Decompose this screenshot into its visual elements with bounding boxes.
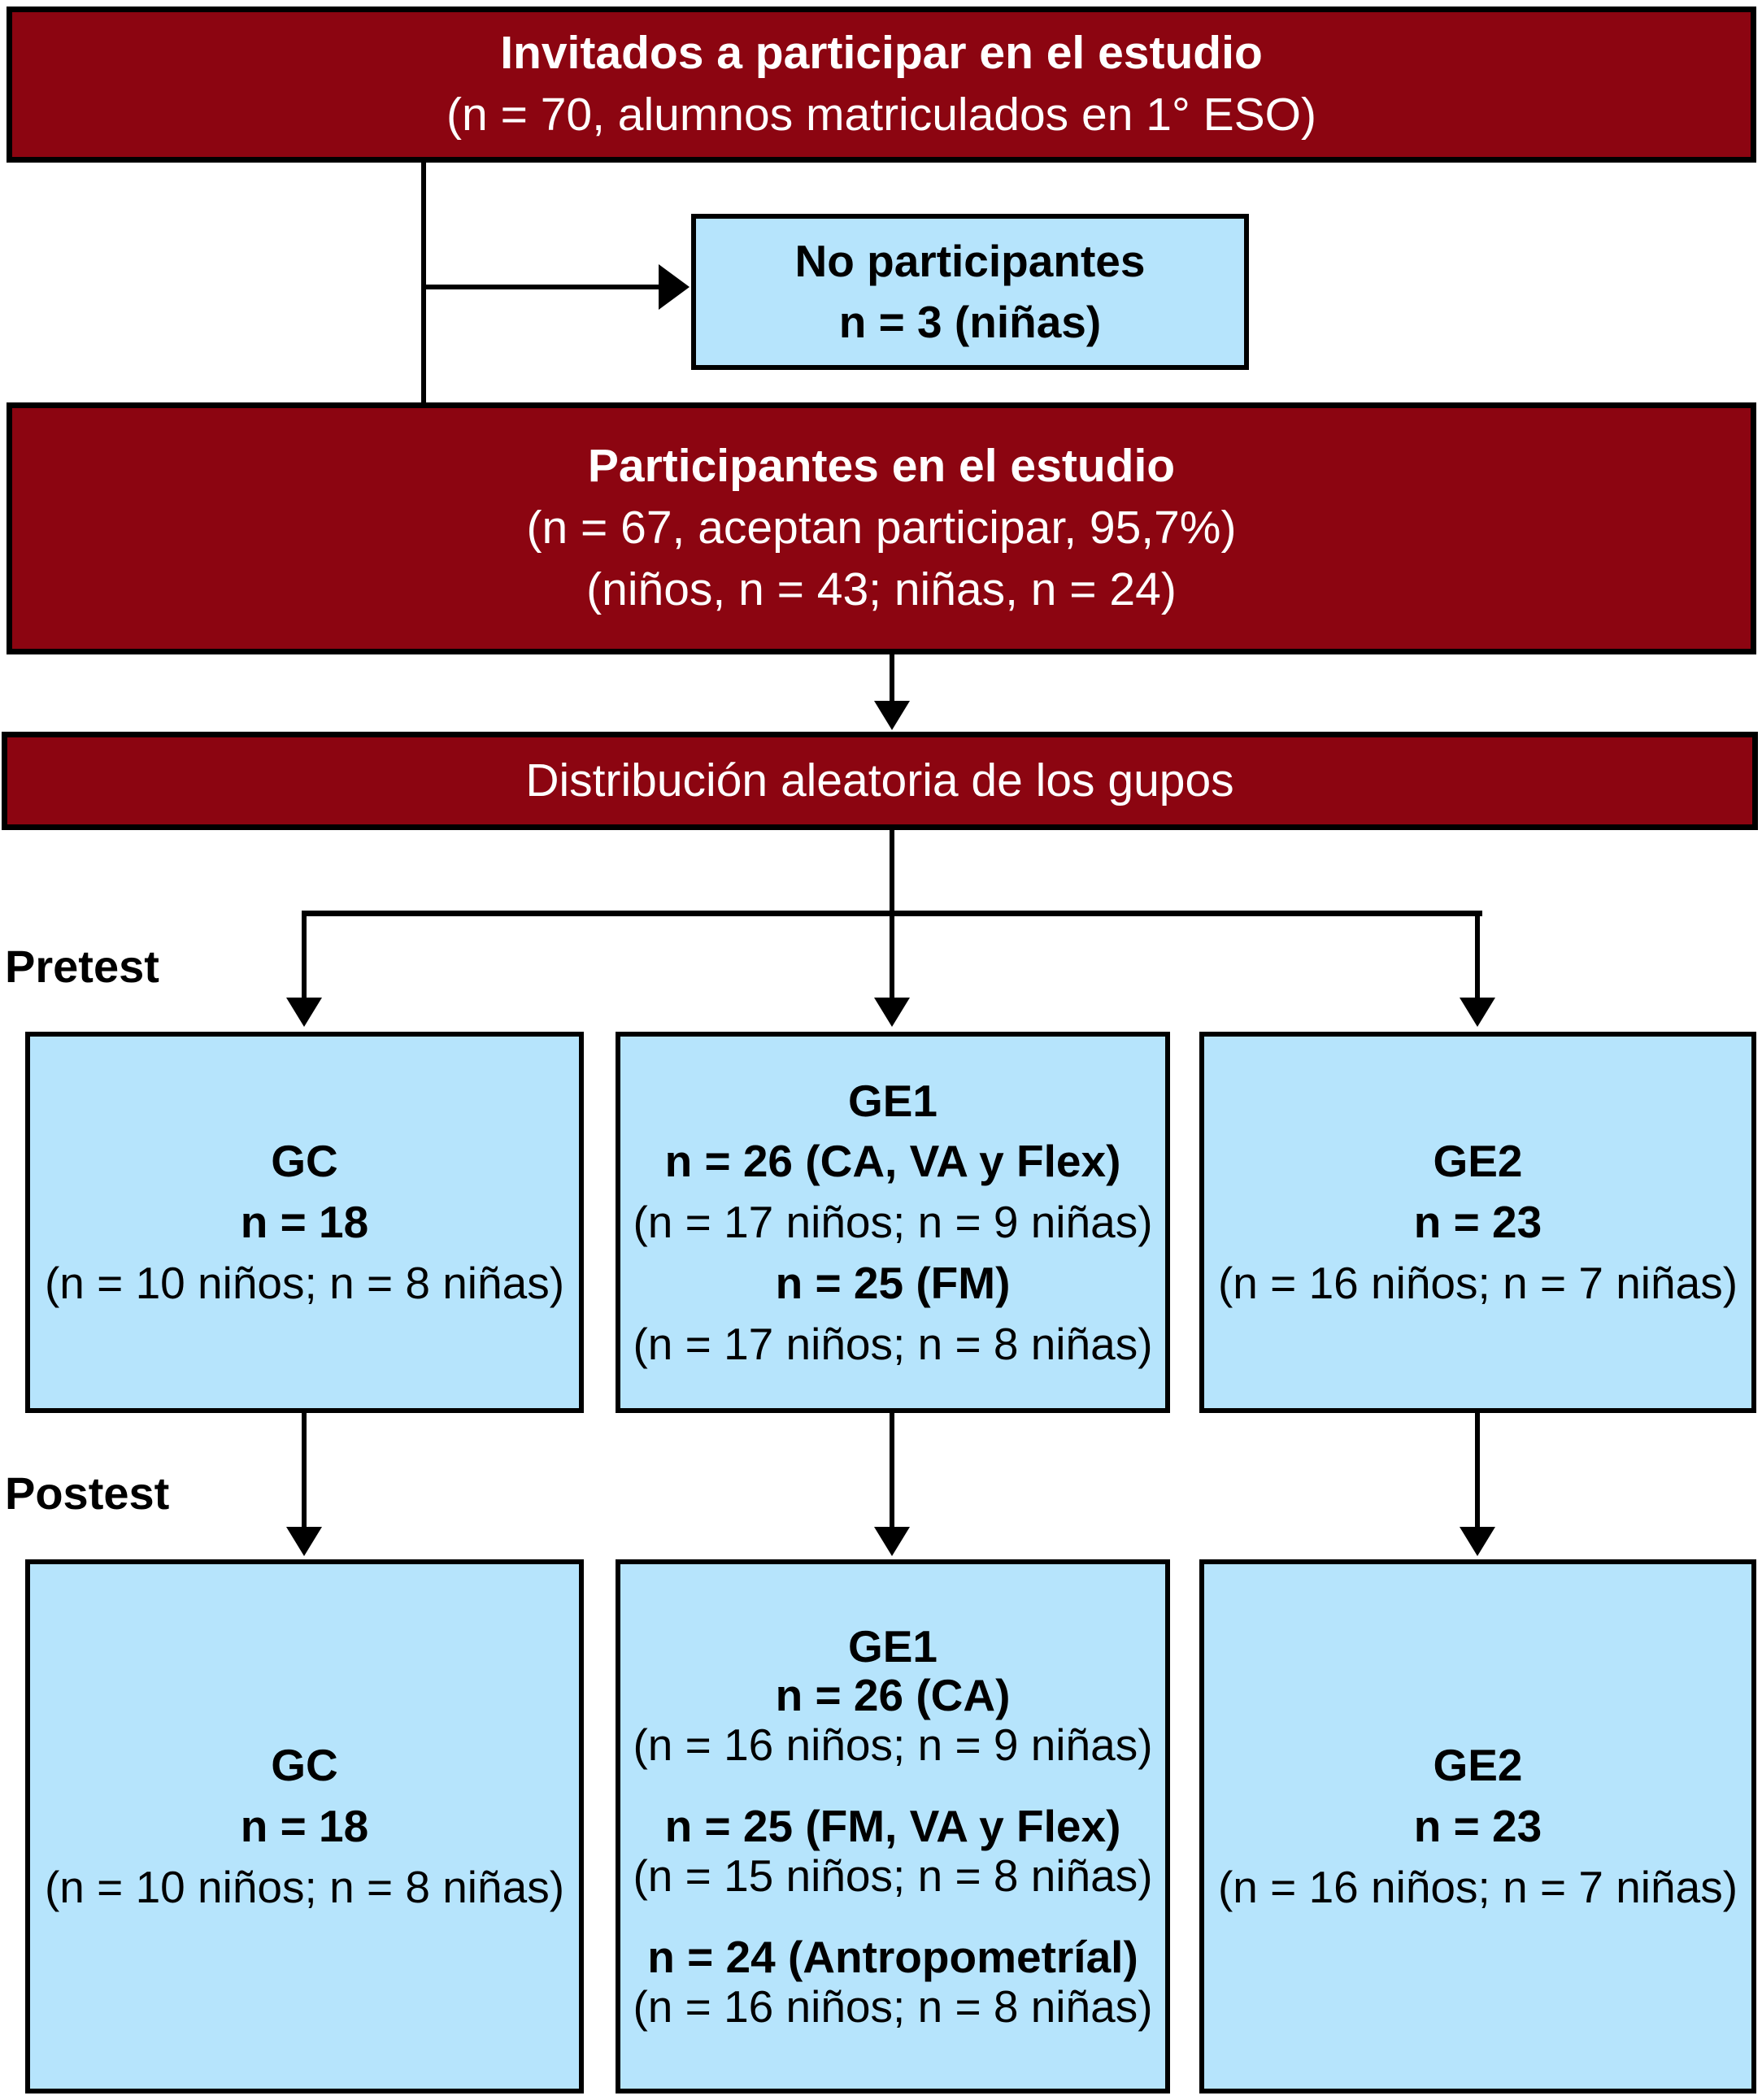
pretest-ge1-detail1: (n = 17 niños; n = 9 niñas) xyxy=(633,1197,1153,1248)
connector-pretest-postest-gc xyxy=(302,1413,307,1527)
invited-title: Invitados a participar en el estudio xyxy=(500,27,1263,80)
connector-pretest-postest-ge1 xyxy=(890,1413,894,1527)
pretest-ge1-n2: n = 25 (FM) xyxy=(775,1257,1011,1308)
arrowhead-postest-ge2-icon xyxy=(1460,1527,1495,1556)
connector-pretest-postest-ge2 xyxy=(1475,1413,1480,1527)
participants-title: Participantes en el estudio xyxy=(587,440,1176,493)
arrowhead-pretest-ge2-icon xyxy=(1460,998,1495,1027)
box-randomization: Distribución aleatoria de los gupos xyxy=(2,732,1758,830)
postest-gc-title: GC xyxy=(271,1740,338,1791)
box-non-participants: No participantes n = 3 (niñas) xyxy=(691,214,1249,370)
connector-participants-randomization xyxy=(890,654,894,702)
invited-detail: (n = 70, alumnos matriculados en 1° ESO) xyxy=(446,89,1316,141)
pretest-ge2-title: GE2 xyxy=(1433,1136,1523,1187)
postest-ge1-n2: n = 25 (FM, VA y Flex) xyxy=(664,1801,1121,1852)
postest-gc-n: n = 18 xyxy=(240,1801,369,1852)
nonparticipants-count: n = 3 (niñas) xyxy=(838,297,1102,347)
pretest-ge1-n1: n = 26 (CA, VA y Flex) xyxy=(664,1136,1121,1187)
postest-ge1-detail2: (n = 15 niños; n = 8 niñas) xyxy=(633,1850,1153,1901)
nonparticipants-title: No participantes xyxy=(794,236,1146,287)
arrowhead-randomization-icon xyxy=(874,701,910,730)
postest-ge2-title: GE2 xyxy=(1433,1740,1523,1791)
pretest-gc-n: n = 18 xyxy=(240,1197,369,1248)
connector-invited-participants xyxy=(421,163,426,402)
postest-gc-detail: (n = 10 niños; n = 8 niñas) xyxy=(44,1861,565,1912)
box-postest-ge1: GE1 n = 26 (CA) (n = 16 niños; n = 9 niñ… xyxy=(616,1559,1170,2093)
randomization-title: Distribución aleatoria de los gupos xyxy=(525,754,1234,807)
postest-ge2-n: n = 23 xyxy=(1413,1801,1542,1852)
pretest-ge2-n: n = 23 xyxy=(1413,1197,1542,1248)
postest-label: Postest xyxy=(5,1467,170,1519)
pretest-ge1-title: GE1 xyxy=(847,1075,938,1126)
postest-ge2-detail: (n = 16 niños; n = 7 niñas) xyxy=(1217,1861,1738,1912)
pretest-label: Pretest xyxy=(5,941,159,992)
arrowhead-pretest-gc-icon xyxy=(286,998,322,1027)
postest-ge1-detail1: (n = 16 niños; n = 9 niñas) xyxy=(633,1719,1153,1770)
postest-ge1-title: GE1 xyxy=(847,1620,938,1672)
connector-randomization-stem xyxy=(890,830,894,915)
connector-branch-gc xyxy=(302,915,307,998)
postest-ge1-detail3: (n = 16 niños; n = 8 niñas) xyxy=(633,1980,1153,2032)
connector-to-nonparticipants xyxy=(424,285,659,289)
box-postest-gc: GC n = 18 (n = 10 niños; n = 8 niñas) xyxy=(25,1559,584,2093)
pretest-ge2-detail: (n = 16 niños; n = 7 niñas) xyxy=(1217,1257,1738,1308)
arrowhead-pretest-ge1-icon xyxy=(874,998,910,1027)
pretest-gc-title: GC xyxy=(271,1136,338,1187)
pretest-gc-detail: (n = 10 niños; n = 8 niñas) xyxy=(44,1257,565,1308)
participants-detail1: (n = 67, aceptan participar, 95,7%) xyxy=(526,502,1237,554)
connector-branch-ge2 xyxy=(1475,915,1480,998)
connector-branch-bar xyxy=(302,911,1482,916)
box-postest-ge2: GE2 n = 23 (n = 16 niños; n = 7 niñas) xyxy=(1199,1559,1756,2093)
connector-branch-ge1 xyxy=(890,915,894,998)
postest-ge1-n1: n = 26 (CA) xyxy=(775,1670,1011,1721)
arrowhead-nonparticipants-icon xyxy=(659,264,690,310)
box-participants: Participantes en el estudio (n = 67, ace… xyxy=(7,402,1756,654)
pretest-ge1-detail2: (n = 17 niños; n = 8 niñas) xyxy=(633,1318,1153,1369)
arrowhead-postest-gc-icon xyxy=(286,1527,322,1556)
participants-detail2: (niños, n = 43; niñas, n = 24) xyxy=(586,563,1177,615)
arrowhead-postest-ge1-icon xyxy=(874,1527,910,1556)
box-invited: Invitados a participar en el estudio (n … xyxy=(7,7,1756,163)
postest-ge1-n3: n = 24 (Antropometríal) xyxy=(647,1932,1138,1983)
box-pretest-gc: GC n = 18 (n = 10 niños; n = 8 niñas) xyxy=(25,1032,584,1413)
box-pretest-ge2: GE2 n = 23 (n = 16 niños; n = 7 niñas) xyxy=(1199,1032,1756,1413)
box-pretest-ge1: GE1 n = 26 (CA, VA y Flex) (n = 17 niños… xyxy=(616,1032,1170,1413)
